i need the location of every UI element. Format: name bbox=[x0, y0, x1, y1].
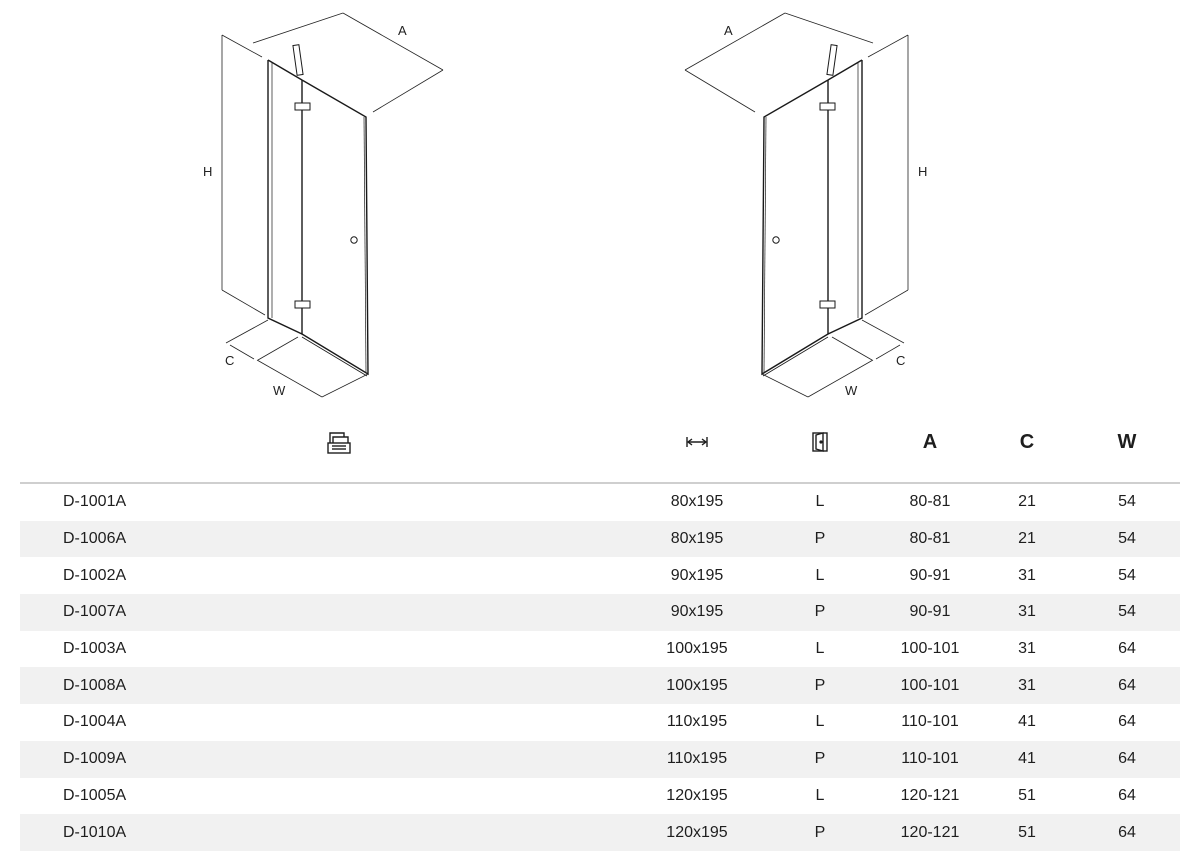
cell-model: D-1002A bbox=[63, 566, 127, 584]
cell-model: D-1007A bbox=[63, 603, 127, 621]
cell-size: 90x195 bbox=[670, 603, 724, 621]
cell-direction: L bbox=[815, 493, 825, 511]
cell-a: 80-81 bbox=[909, 530, 951, 548]
product-box-icon bbox=[322, 424, 356, 460]
cell-w: 64 bbox=[1118, 786, 1136, 804]
cell-direction: L bbox=[815, 640, 825, 658]
left-label-w: W bbox=[273, 383, 286, 398]
cell-c: 31 bbox=[1018, 676, 1036, 694]
cell-c: 21 bbox=[1018, 493, 1036, 511]
left-label-c: C bbox=[225, 353, 234, 368]
cell-direction: P bbox=[814, 823, 826, 841]
cell-direction: L bbox=[815, 786, 825, 804]
width-arrows-icon bbox=[677, 424, 717, 460]
cell-c: 31 bbox=[1018, 603, 1036, 621]
header-col-c: C bbox=[1019, 430, 1035, 453]
cell-w: 64 bbox=[1118, 676, 1136, 694]
right-label-w: W bbox=[845, 383, 858, 398]
cell-a: 120-121 bbox=[900, 823, 960, 841]
cell-direction: P bbox=[814, 676, 826, 694]
right-label-c: C bbox=[896, 353, 905, 368]
cell-model: D-1010A bbox=[63, 823, 127, 841]
cell-w: 64 bbox=[1118, 640, 1136, 658]
cell-w: 54 bbox=[1118, 530, 1136, 548]
cell-w: 54 bbox=[1118, 603, 1136, 621]
table-row: D-1010A 120x195 P 120-121 51 64 bbox=[20, 814, 1180, 851]
cell-w: 64 bbox=[1118, 823, 1136, 841]
left-label-a: A bbox=[398, 23, 407, 38]
table-row: D-1003A 100x195 L 100-101 31 64 bbox=[20, 631, 1180, 668]
cell-size: 120x195 bbox=[666, 823, 728, 841]
cell-size: 120x195 bbox=[666, 786, 728, 804]
cell-w: 54 bbox=[1118, 493, 1136, 511]
cell-c: 41 bbox=[1018, 713, 1036, 731]
cell-direction: L bbox=[815, 713, 825, 731]
cell-w: 54 bbox=[1118, 566, 1136, 584]
table-row: D-1006A 80x195 P 80-81 21 54 bbox=[20, 520, 1180, 558]
cell-a: 110-101 bbox=[901, 713, 959, 731]
product-table: D-1001A 80x195 L 80-81 21 54 D-1006A 80x… bbox=[20, 484, 1180, 851]
cell-model: D-1006A bbox=[63, 530, 127, 548]
cell-direction: P bbox=[814, 530, 826, 548]
cell-model: D-1004A bbox=[63, 713, 127, 731]
table-row: D-1002A 90x195 L 90-91 31 54 bbox=[20, 557, 1180, 594]
cell-model: D-1008A bbox=[63, 676, 127, 694]
header-col-a: A bbox=[922, 430, 938, 453]
cell-size: 90x195 bbox=[670, 566, 724, 584]
cell-a: 120-121 bbox=[900, 786, 960, 804]
cell-model: D-1003A bbox=[63, 640, 127, 658]
cell-a: 100-101 bbox=[900, 640, 960, 658]
cell-a: 80-81 bbox=[909, 493, 951, 511]
cell-a: 90-91 bbox=[909, 603, 951, 621]
table-row: D-1004A 110x195 L 110-101 41 64 bbox=[20, 704, 1180, 741]
door-icon bbox=[805, 424, 835, 460]
left-label-h: H bbox=[203, 164, 212, 179]
cell-size: 80x195 bbox=[670, 530, 724, 548]
cell-w: 64 bbox=[1118, 750, 1136, 768]
cell-model: D-1001A bbox=[63, 493, 127, 511]
cell-c: 21 bbox=[1018, 530, 1036, 548]
header-divider bbox=[20, 482, 1180, 484]
right-door-diagram: A H C W bbox=[684, 12, 927, 398]
cell-a: 100-101 bbox=[900, 676, 960, 694]
cell-c: 51 bbox=[1018, 786, 1036, 804]
table-row: D-1005A 120x195 L 120-121 51 64 bbox=[20, 778, 1180, 815]
right-label-a: A bbox=[724, 23, 733, 38]
cell-size: 80x195 bbox=[670, 493, 724, 511]
cell-size: 110x195 bbox=[666, 750, 728, 768]
table-row: D-1009A 110x195 P 110-101 41 64 bbox=[20, 740, 1180, 778]
cell-c: 31 bbox=[1018, 566, 1036, 584]
right-label-h: H bbox=[918, 164, 927, 179]
cell-a: 90-91 bbox=[909, 566, 951, 584]
cell-w: 64 bbox=[1118, 713, 1136, 731]
cell-size: 100x195 bbox=[666, 676, 728, 694]
table-row: D-1008A 100x195 P 100-101 31 64 bbox=[20, 667, 1180, 705]
table-row: D-1007A 90x195 P 90-91 31 54 bbox=[20, 594, 1180, 631]
table-row: D-1001A 80x195 L 80-81 21 54 bbox=[20, 484, 1180, 521]
left-door-diagram: A H C W bbox=[203, 12, 444, 398]
table-header: A C W bbox=[0, 424, 1200, 460]
header-col-w: W bbox=[1117, 430, 1137, 453]
cell-c: 51 bbox=[1018, 823, 1036, 841]
cell-c: 41 bbox=[1018, 750, 1036, 768]
cell-size: 100x195 bbox=[666, 640, 728, 658]
cell-direction: P bbox=[814, 750, 826, 768]
cell-model: D-1005A bbox=[63, 786, 127, 804]
cell-direction: P bbox=[814, 603, 826, 621]
cell-model: D-1009A bbox=[63, 750, 127, 768]
cell-direction: L bbox=[815, 566, 825, 584]
cell-a: 110-101 bbox=[901, 750, 959, 768]
cell-size: 110x195 bbox=[666, 713, 728, 731]
cell-c: 31 bbox=[1018, 640, 1036, 658]
